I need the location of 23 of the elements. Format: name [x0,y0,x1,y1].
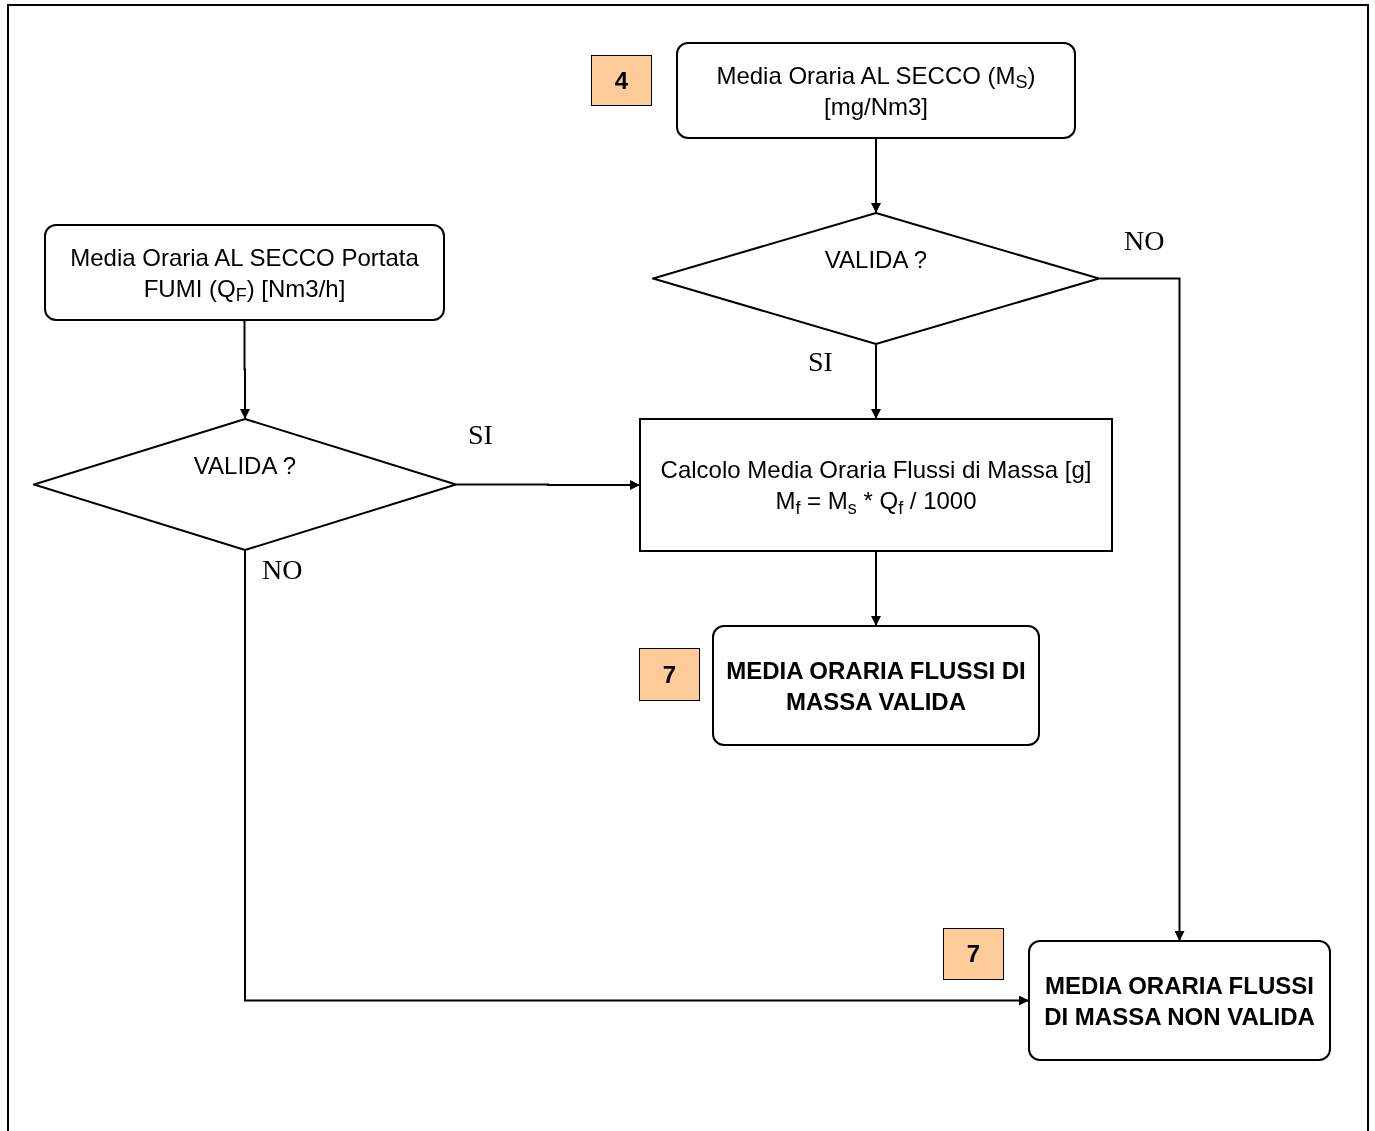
terminal-box [712,625,1040,746]
node-text: M$_{f}$ = M$_{s}$ * Q$_{f}$ / 1000 [775,486,977,516]
node-text: Media Oraria AL SECCO (M$_{S}$) [mg/Nm3] [715,60,1037,122]
arrow [244,550,1029,1006]
process-box [44,224,445,321]
step-number: 7 [639,648,700,701]
node-text: MEDIA ORARIA FLUSSI DI MASSA NON VALIDA [1043,970,1316,1032]
process-box [676,42,1076,139]
arrow [871,344,881,419]
terminal-box [1028,940,1331,1061]
node-text: VALIDA ? [824,245,928,275]
arrow [456,480,640,490]
arrow [871,551,881,626]
step-number: 4 [591,55,652,106]
node-text: Calcolo Media Oraria Flussi di Massa [g] [660,455,1092,485]
node-text: VALIDA ? [193,451,297,481]
process-box [639,418,1113,552]
node-text: MEDIA ORARIA FLUSSI DI MASSA VALIDA [725,655,1027,717]
node-text: Media Oraria AL SECCO Portata FUMI (Q$_{F}$) [Nm3/h] [69,242,420,304]
arrow [871,138,881,213]
arrow [240,320,250,419]
step-number: 7 [943,928,1004,980]
arrow [1099,277,1185,941]
